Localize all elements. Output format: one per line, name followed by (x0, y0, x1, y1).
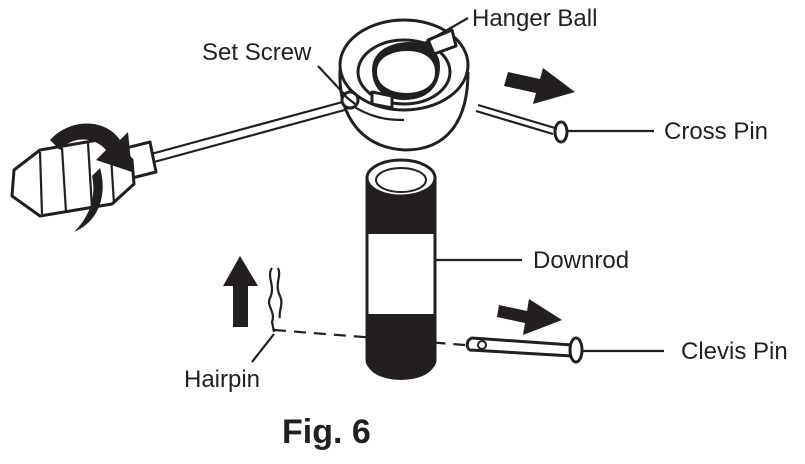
clevis-pin (465, 336, 584, 364)
hairpin-leader (251, 333, 275, 363)
hairpin-label: Hairpin (184, 366, 260, 393)
figure-caption: Fig. 6 (282, 413, 371, 451)
hairpin (268, 267, 283, 333)
hanger-ball (338, 18, 470, 152)
up-arrow-icon (223, 256, 258, 327)
rotation-arrow-icon (50, 123, 132, 232)
set-screw-leader (317, 65, 347, 97)
alignment-dashed-line (273, 328, 466, 347)
screwdriver-icon (10, 98, 353, 218)
clevis-pin-label: Clevis Pin (681, 338, 788, 365)
downrod (365, 158, 437, 380)
right-arrow-icon (497, 299, 562, 335)
hanger-ball-label: Hanger Ball (472, 5, 597, 32)
right-arrow-icon (504, 68, 575, 104)
cross-pin-label: Cross Pin (664, 118, 768, 145)
set-screw-label: Set Screw (202, 39, 312, 66)
downrod-label: Downrod (533, 247, 629, 274)
hanger-ball-leader (415, 17, 469, 49)
cross-pin (475, 103, 569, 144)
